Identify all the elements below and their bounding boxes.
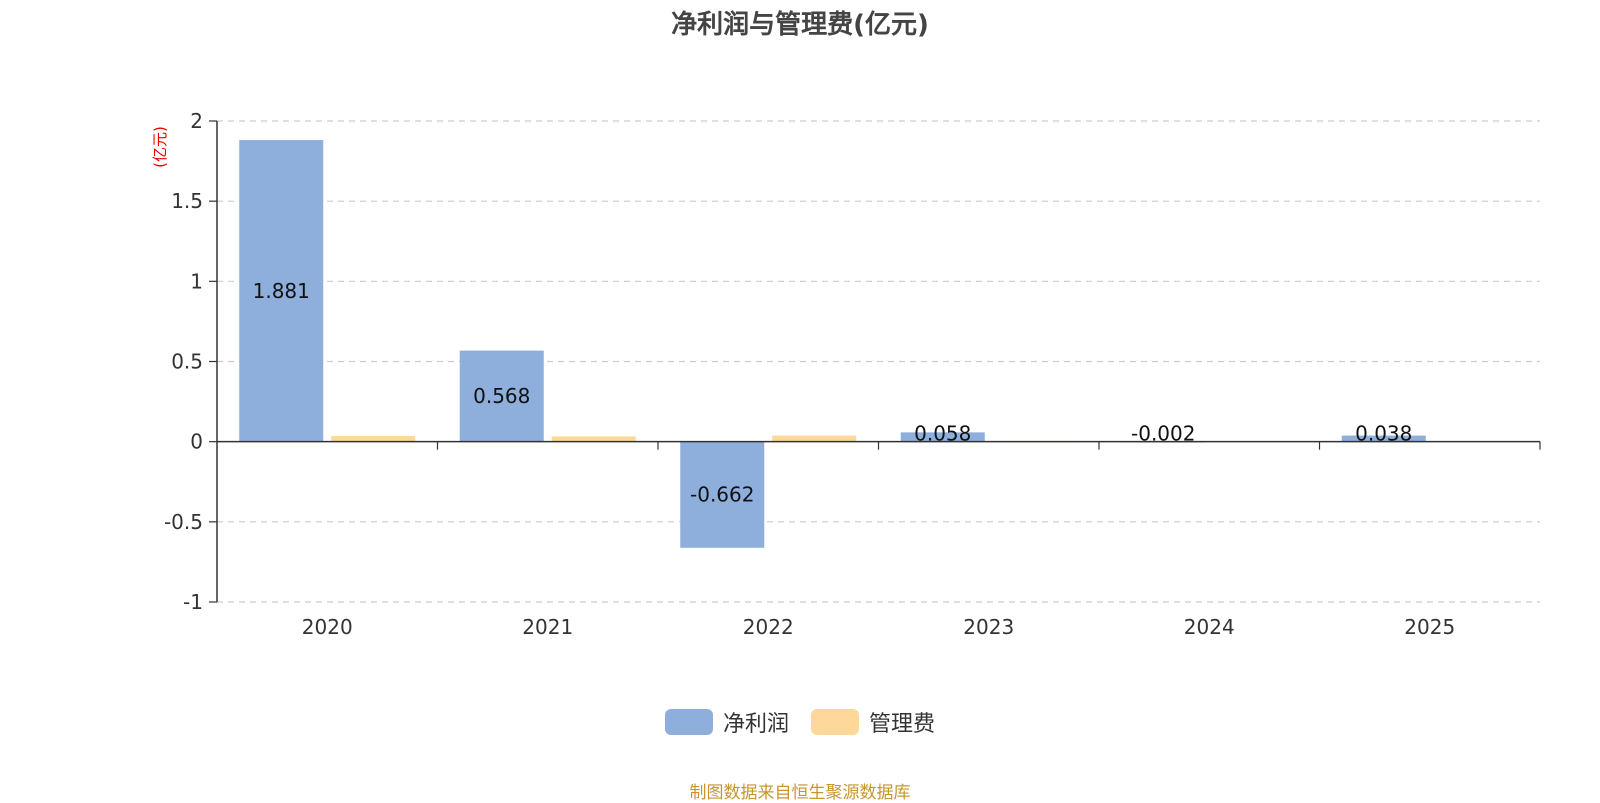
bar-net-profit-2020[interactable] [239,140,324,442]
legend-swatch [811,709,859,735]
bar-net-profit-2022[interactable] [680,441,765,548]
bar-admin-expense-2020[interactable] [331,436,416,442]
gridlines [217,120,1540,603]
data-label: -0.002 [1131,422,1195,446]
data-label: 1.881 [253,279,310,303]
data-label: -0.662 [690,483,754,507]
bar-admin-expense-2022[interactable] [772,435,857,442]
x-tick-label: 2024 [1184,615,1235,639]
bar-net-profit-2021[interactable] [459,350,544,442]
x-tick-label: 2021 [522,615,573,639]
x-tick-label: 2020 [302,615,353,639]
x-tick-label: 2025 [1404,615,1455,639]
chart-title: 净利润与管理费(亿元) [671,10,929,40]
y-tick-label: 1.5 [171,189,203,213]
x-tick-label: 2023 [963,615,1014,639]
legend-label: 净利润 [722,712,789,737]
axes: 2 1.5 1 0.5 0 -0.5 -1 (亿元) 2020 2021 2022 2023 2024 2… [151,109,1541,639]
y-tick-label: 1 [190,269,203,293]
data-labels: 1.881 0.568 -0.662 0.058 -0.002 0.038 [253,279,1413,507]
y-unit-label: (亿元) [151,126,169,168]
y-tick-label: 0.5 [171,350,203,374]
x-tick-label: 2022 [743,615,794,639]
y-tick-label: -0.5 [164,510,203,534]
legend-swatch [664,709,713,735]
legend-item-admin-expense[interactable]: 管理费 [811,706,935,738]
data-label: 0.568 [473,384,530,408]
legend-item-net-profit[interactable]: 净利润 [664,706,789,738]
bar-net-profit-2025[interactable] [1341,435,1426,442]
legend: 净利润 管理费 [0,706,1600,738]
bar-net-profit-2023[interactable] [900,432,985,442]
y-tick-label: 0 [190,430,203,454]
bar-admin-expense-2021[interactable] [551,436,636,442]
bars [239,140,1518,548]
legend-label: 管理费 [869,712,936,737]
y-tick-label: -1 [183,590,203,614]
data-label: 0.038 [1355,422,1412,446]
bar-chart: 2 1.5 1 0.5 0 -0.5 -1 (亿元) 2020 2021 2022 2023 2024 2… [151,109,1541,639]
data-label: 0.058 [914,422,971,446]
y-tick-label: 2 [190,109,203,133]
source-note: 制图数据来自恒生聚源数据库 [689,783,911,803]
